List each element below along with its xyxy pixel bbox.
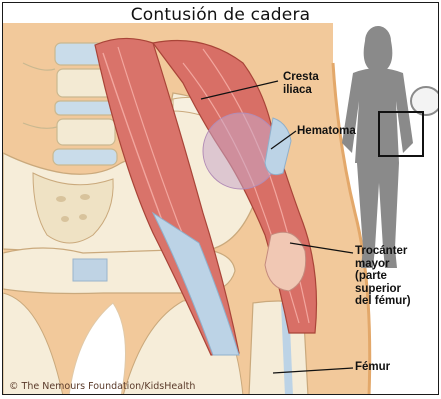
label-hematoma: Hematoma (297, 125, 356, 138)
diagram-frame: Contusión de cadera Cresta iliaca Hemato… (2, 2, 439, 395)
hip-illustration (3, 3, 439, 395)
label-cresta-iliaca: Cresta iliaca (283, 71, 319, 96)
label-trocanter-mayor: Trocánter mayor (parte superior del fému… (355, 245, 411, 308)
diagram-title: Contusión de cadera (3, 5, 438, 25)
label-femur: Fémur (355, 361, 390, 374)
copyright-credit: © The Nemours Foundation/KidsHealth (9, 381, 195, 392)
